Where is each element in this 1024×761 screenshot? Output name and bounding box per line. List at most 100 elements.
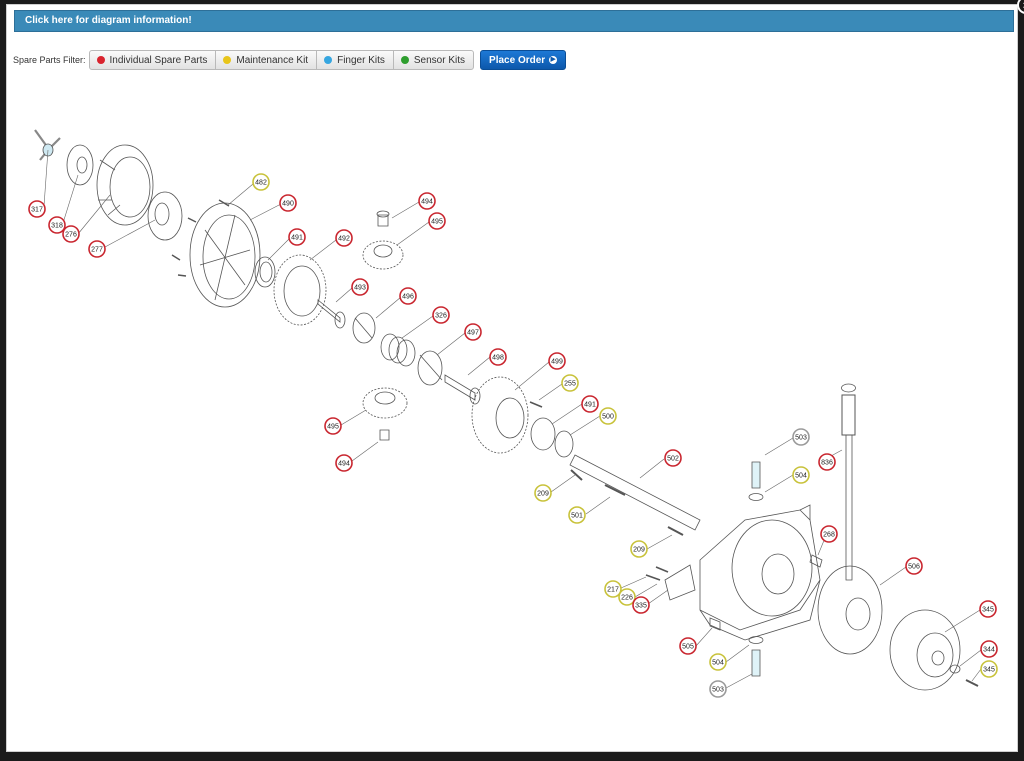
callout-circle (88, 240, 106, 258)
callout-circle (561, 374, 579, 392)
filter-individual-spare-parts-button[interactable]: Individual Spare Parts (88, 50, 217, 70)
part-callout-497[interactable]: 497 (464, 323, 482, 341)
callout-number: 317 (31, 207, 43, 214)
part-callout-505[interactable]: 505 (679, 637, 697, 655)
callout-number: 504 (795, 473, 807, 480)
diagram-info-button[interactable]: Click here for diagram information! (14, 10, 1014, 32)
part-callout-504[interactable]: 504 (709, 653, 727, 671)
part-callout-496[interactable]: 496 (399, 287, 417, 305)
callout-number: 494 (421, 199, 433, 206)
callout-circle (324, 417, 342, 435)
part-callout-268[interactable]: 268 (820, 525, 838, 543)
part-callout-502[interactable]: 502 (664, 449, 682, 467)
callout-circle (679, 637, 697, 655)
part-callout-494[interactable]: 494 (418, 192, 436, 210)
place-order-button[interactable]: Place Order ▶ (480, 50, 567, 70)
part-callout-504[interactable]: 504 (792, 466, 810, 484)
callout-circle (534, 484, 552, 502)
callout-number: 505 (682, 644, 694, 651)
callout-number: 345 (983, 667, 995, 674)
filter-button-label: Sensor Kits (413, 54, 466, 66)
part-callout-503[interactable]: 503 (709, 680, 727, 698)
callout-circle (709, 680, 727, 698)
part-callout-317[interactable]: 317 (28, 200, 46, 218)
part-callout-326[interactable]: 326 (432, 306, 450, 324)
part-callout-490[interactable]: 490 (279, 194, 297, 212)
callout-number: 503 (795, 435, 807, 442)
part-callout-500[interactable]: 500 (599, 407, 617, 425)
callout-number: 491 (291, 235, 303, 242)
part-callout-491[interactable]: 491 (581, 395, 599, 413)
part-callout-493[interactable]: 493 (351, 278, 369, 296)
part-callout-345[interactable]: 345 (980, 660, 998, 678)
part-callout-276[interactable]: 276 (62, 225, 80, 243)
callout-number: 497 (467, 330, 479, 337)
callout-circle (618, 588, 636, 606)
filter-maintenance-kit-button[interactable]: Maintenance Kit (215, 50, 318, 70)
callout-circle (709, 653, 727, 671)
part-callout-836[interactable]: 836 (818, 453, 836, 471)
callout-circle (428, 212, 446, 230)
part-callout-495[interactable]: 495 (428, 212, 446, 230)
part-callout-503[interactable]: 503 (792, 428, 810, 446)
filter-sensor-kits-button[interactable]: Sensor Kits (392, 50, 475, 70)
callout-leaders (43, 149, 982, 689)
part-callout-491[interactable]: 491 (288, 228, 306, 246)
filter-finger-kits-button[interactable]: Finger Kits (316, 50, 394, 70)
callout-number: 495 (327, 424, 339, 431)
filter-button-label: Individual Spare Parts (109, 54, 208, 66)
part-callout-499[interactable]: 499 (548, 352, 566, 370)
callout-number: 482 (255, 180, 267, 187)
green-dot-icon (400, 56, 409, 64)
part-callout-506[interactable]: 506 (905, 557, 923, 575)
place-order-label: Place Order (489, 54, 546, 66)
part-callout-277[interactable]: 277 (88, 240, 106, 258)
callout-number: 494 (338, 461, 350, 468)
part-callout-494[interactable]: 494 (335, 454, 353, 472)
part-callout-482[interactable]: 482 (252, 173, 270, 191)
callout-circle (48, 216, 66, 234)
callout-number: 490 (282, 201, 294, 208)
spare-parts-filter: Spare Parts Filter: Individual Spare Par… (13, 49, 567, 71)
callout-number: 493 (354, 285, 366, 292)
callout-circle (980, 660, 998, 678)
callout-circle (630, 540, 648, 558)
callout-number: 495 (431, 219, 443, 226)
callout-number: 209 (537, 491, 549, 498)
part-callout-209[interactable]: 209 (534, 484, 552, 502)
callout-circle (335, 454, 353, 472)
callout-number: 502 (667, 456, 679, 463)
callout-number: 499 (551, 359, 563, 366)
callout-circle (581, 395, 599, 413)
callout-circle (279, 194, 297, 212)
callout-number: 345 (982, 607, 994, 614)
callout-number: 501 (571, 513, 583, 520)
part-callout-217[interactable]: 217 (604, 580, 622, 598)
part-callout-335[interactable]: 335 (632, 596, 650, 614)
callout-circle (792, 428, 810, 446)
part-callout-492[interactable]: 492 (335, 229, 353, 247)
arrow-right-icon: ▶ (549, 56, 558, 64)
part-callout-344[interactable]: 344 (980, 640, 998, 658)
callout-circle (980, 640, 998, 658)
callout-number: 504 (712, 660, 724, 667)
part-callout-226[interactable]: 226 (618, 588, 636, 606)
callout-circle (28, 200, 46, 218)
callout-number: 496 (402, 294, 414, 301)
yellow-dot-icon (223, 56, 232, 64)
callout-number: 217 (607, 587, 619, 594)
callout-circle (604, 580, 622, 598)
filter-button-label: Maintenance Kit (236, 54, 309, 66)
part-callout-255[interactable]: 255 (561, 374, 579, 392)
callout-circle (252, 173, 270, 191)
callout-circle (820, 525, 838, 543)
part-callout-498[interactable]: 498 (489, 348, 507, 366)
part-callout-501[interactable]: 501 (568, 506, 586, 524)
part-callout-209[interactable]: 209 (630, 540, 648, 558)
part-callout-318[interactable]: 318 (48, 216, 66, 234)
part-callout-345[interactable]: 345 (979, 600, 997, 618)
callout-number: 268 (823, 532, 835, 539)
callout-circle (548, 352, 566, 370)
callout-number: 335 (635, 603, 647, 610)
part-callout-495[interactable]: 495 (324, 417, 342, 435)
